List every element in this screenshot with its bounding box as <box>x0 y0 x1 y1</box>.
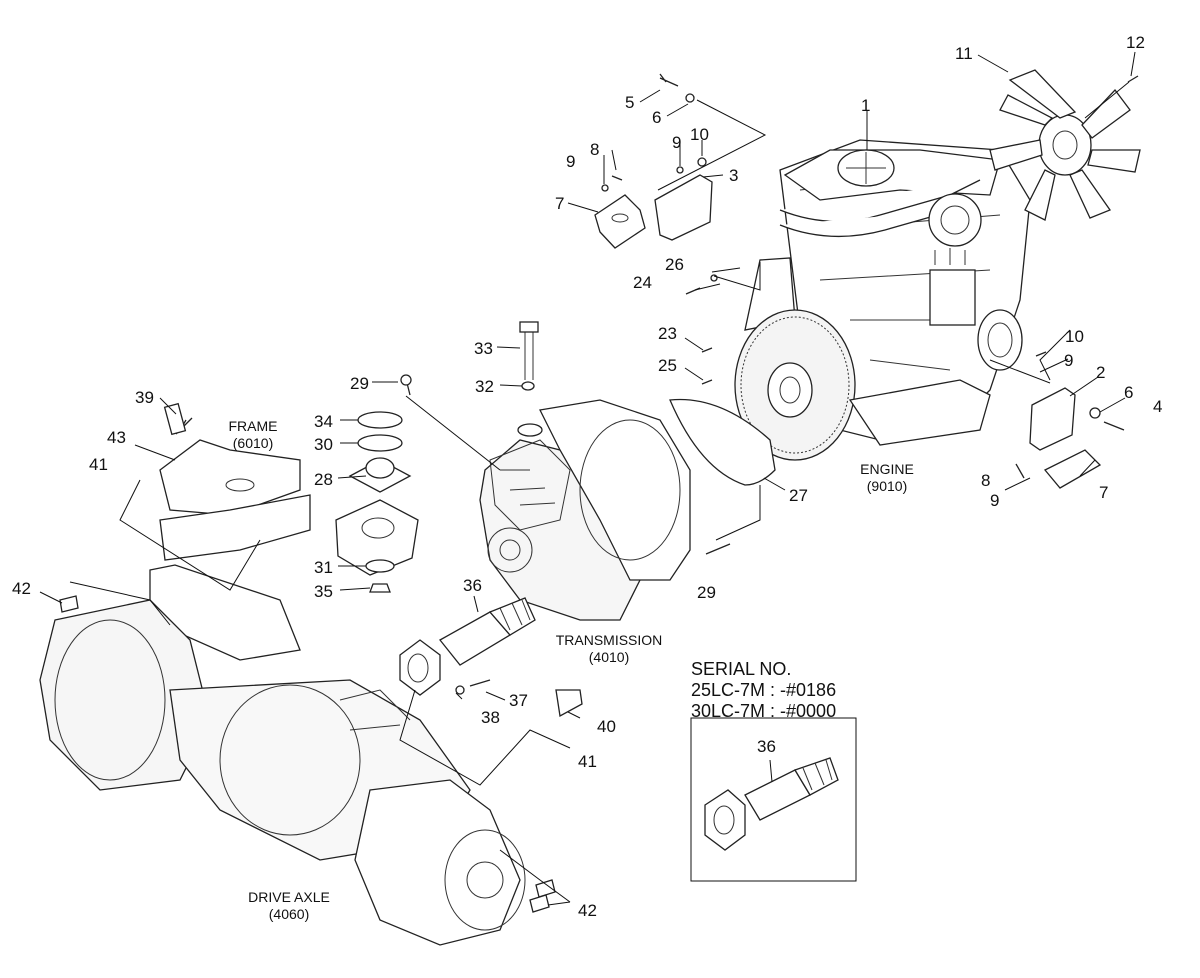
callout-2: 2 <box>1096 363 1105 382</box>
callout-9: 9 <box>990 491 999 510</box>
callout-33: 33 <box>474 339 493 358</box>
callout-41: 41 <box>578 752 597 771</box>
serial-title: SERIAL NO. <box>691 659 791 679</box>
serial-line-2: 30LC-7M : -#0000 <box>691 701 836 721</box>
leader-lines <box>39 51 1136 906</box>
callout-3: 3 <box>729 166 738 185</box>
callout-numbers: 5 6 8 9 9 10 3 7 1 11 12 26 24 23 25 27 … <box>12 33 1162 920</box>
callout-35: 35 <box>314 582 333 601</box>
callout-43: 43 <box>107 428 126 447</box>
callout-8: 8 <box>981 471 990 490</box>
engine-label: ENGINE <box>860 461 914 477</box>
callout-6: 6 <box>652 108 661 127</box>
serial-inset <box>690 717 857 882</box>
transmission-assembly <box>479 321 691 621</box>
callout-4: 4 <box>1153 397 1162 416</box>
inset-callout-36: 36 <box>757 737 776 756</box>
engine-code: (9010) <box>867 478 907 494</box>
callout-10: 10 <box>690 125 709 144</box>
callout-9: 9 <box>672 133 681 152</box>
frame-code: (6010) <box>233 435 273 451</box>
frame-crossmember <box>149 402 311 661</box>
transmission-mount <box>335 374 419 593</box>
callout-36: 36 <box>463 576 482 595</box>
callout-10: 10 <box>1065 327 1084 346</box>
callout-28: 28 <box>314 470 333 489</box>
frame-label: FRAME <box>229 418 278 434</box>
callout-8: 8 <box>590 140 599 159</box>
drive-shaft <box>399 597 583 718</box>
transmission-code: (4010) <box>589 649 629 665</box>
drive-axle-code: (4060) <box>269 906 309 922</box>
cooling-fan <box>989 69 1141 221</box>
assembly-labels: FRAME (6010) ENGINE (9010) TRANSMISSION … <box>229 418 914 922</box>
callout-31: 31 <box>314 558 333 577</box>
callout-29: 29 <box>697 583 716 602</box>
callout-37: 37 <box>509 691 528 710</box>
callout-9: 9 <box>566 152 575 171</box>
transmission-label: TRANSMISSION <box>556 632 663 648</box>
callout-25: 25 <box>658 356 677 375</box>
callout-7: 7 <box>1099 483 1108 502</box>
callout-5: 5 <box>625 93 634 112</box>
fasteners <box>601 73 1139 555</box>
callout-12: 12 <box>1126 33 1145 52</box>
serial-number-block: SERIAL NO. 25LC-7M : -#0186 30LC-7M : -#… <box>691 659 836 721</box>
callout-26: 26 <box>665 255 684 274</box>
engine-assembly <box>734 139 1031 461</box>
callout-32: 32 <box>475 377 494 396</box>
callout-7: 7 <box>555 194 564 213</box>
callout-42: 42 <box>578 901 597 920</box>
callout-9: 9 <box>1064 351 1073 370</box>
drive-axle-label: DRIVE AXLE <box>248 889 330 905</box>
callout-23: 23 <box>658 324 677 343</box>
drive-axle-assembly <box>39 595 556 946</box>
serial-line-1: 25LC-7M : -#0186 <box>691 680 836 700</box>
callout-39: 39 <box>135 388 154 407</box>
callout-40: 40 <box>597 717 616 736</box>
callout-42: 42 <box>12 579 31 598</box>
callout-34: 34 <box>314 412 333 431</box>
callout-30: 30 <box>314 435 333 454</box>
callout-6: 6 <box>1124 383 1133 402</box>
callout-11: 11 <box>955 44 973 63</box>
callout-24: 24 <box>633 273 652 292</box>
callout-1: 1 <box>861 96 870 115</box>
callout-38: 38 <box>481 708 500 727</box>
callout-27: 27 <box>789 486 808 505</box>
engine-mount-brackets-right <box>1029 387 1102 489</box>
inset-frame <box>690 717 857 882</box>
cover-plate <box>669 398 776 486</box>
callout-41: 41 <box>89 455 108 474</box>
engine-mount-brackets-top <box>594 174 713 249</box>
callout-29: 29 <box>350 374 369 393</box>
